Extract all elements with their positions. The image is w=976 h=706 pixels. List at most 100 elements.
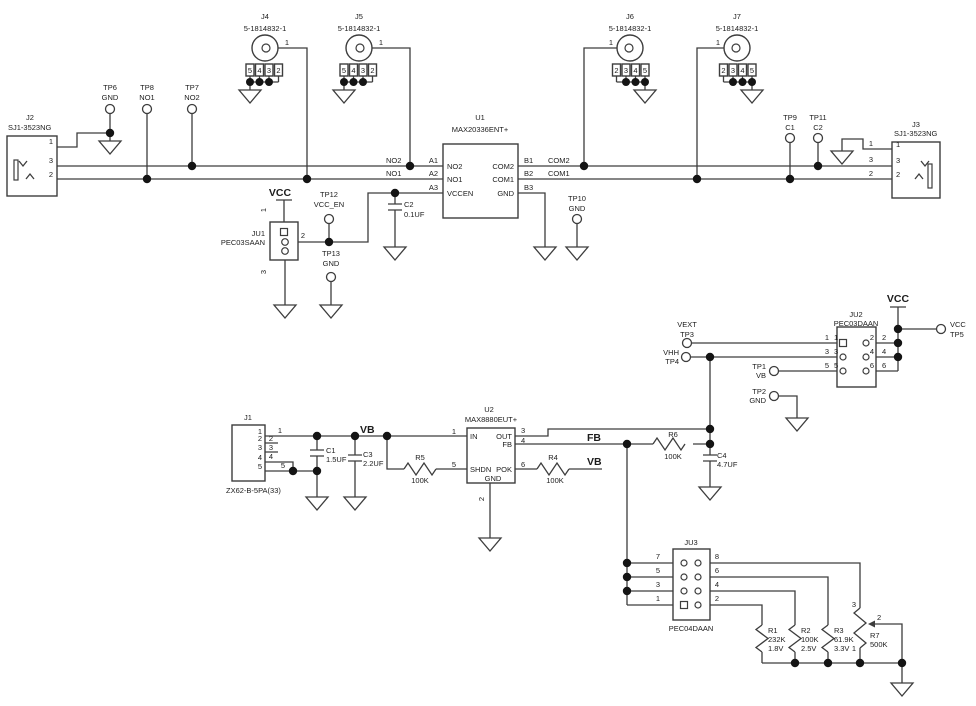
connector-j6: J6 5-1814832-1 1 2 3 4 5 xyxy=(609,12,651,77)
testpoint-tp3: VEXT TP3 xyxy=(677,320,697,349)
j5-pin-number: 2 xyxy=(370,66,374,75)
j5-pin-number: 3 xyxy=(361,66,365,75)
ju2-pad1 xyxy=(838,338,848,348)
ju2-pin-number: 2 xyxy=(882,333,886,342)
u2-pin-out: OUT xyxy=(496,432,512,441)
j1-pin-number: 1 xyxy=(278,426,282,435)
gnd-symbol xyxy=(533,246,557,261)
j3-ref: J3 xyxy=(912,120,920,129)
tp11-net: C2 xyxy=(813,123,823,132)
wire-gnd-rail xyxy=(762,662,903,683)
capacitor-c1: C1 1.5UF xyxy=(326,446,347,464)
j3-pin-number: 2 xyxy=(869,169,873,178)
u1-pin-com1: COM1 xyxy=(492,175,514,184)
gnd-symbol xyxy=(332,89,356,104)
u2-num-shdn: 5 xyxy=(452,460,456,469)
j1-box xyxy=(231,424,266,482)
gnd-symbol xyxy=(740,89,764,104)
tp6-circle xyxy=(104,103,116,115)
gnd-symbol xyxy=(698,486,722,501)
ic-u1: U1 MAX20336ENT+ NO2 NO1 VCCEN COM2 COM1 … xyxy=(429,113,533,219)
c3-value: 2.2UF xyxy=(363,459,384,468)
j1-pad-number: 2 xyxy=(258,434,262,443)
j3-pad-number: 1 xyxy=(896,140,900,149)
testpoint-tp5: VCC TP5 xyxy=(935,320,966,339)
j4-ref: J4 xyxy=(261,12,269,21)
j4-pin-number: 5 xyxy=(248,66,252,75)
net-label-vb-r4: VB xyxy=(587,456,602,468)
j7-pin-number: 3 xyxy=(731,66,735,75)
tp2-circle xyxy=(768,390,780,402)
j6-pin-number: 2 xyxy=(614,66,618,75)
j7-pin-number: 2 xyxy=(721,66,725,75)
tp11-circle xyxy=(812,132,824,144)
wire-ju3-left xyxy=(627,562,681,606)
j1-pin-number: 2 xyxy=(269,434,273,443)
j5-ref: J5 xyxy=(355,12,363,21)
resistor-r4: R4 100K xyxy=(546,453,564,485)
r4-body xyxy=(536,461,570,477)
tp9-circle xyxy=(784,132,796,144)
u1-pin-com2: COM2 xyxy=(492,162,514,171)
tp9-net: C1 xyxy=(785,123,795,132)
j3-pad-number: 3 xyxy=(896,156,900,165)
gnd-symbol xyxy=(890,682,914,697)
j6-pin-number: 4 xyxy=(633,66,637,75)
testpoint-tp4: VHH TP4 xyxy=(663,348,692,366)
ju2-pad-number: 1 xyxy=(834,333,838,342)
tp8-net: NO1 xyxy=(139,93,154,102)
ju3-part: PEC04DAAN xyxy=(669,624,714,633)
ju1-pin-number: 3 xyxy=(259,270,268,274)
wire-j4-pin1 xyxy=(270,47,308,179)
u2-part: MAX8880EUT+ xyxy=(465,415,518,424)
ju2-pin-number: 6 xyxy=(882,361,886,370)
tp2-net: GND xyxy=(749,396,766,405)
tp8-ref: TP8 xyxy=(140,83,154,92)
u1-pin-gnd: GND xyxy=(497,189,514,198)
j1-pad-number: 5 xyxy=(258,462,262,471)
ju3-pad5 xyxy=(680,573,688,581)
gnd-symbol xyxy=(343,496,367,511)
tp5-circle xyxy=(935,323,947,335)
ic-u2: U2 MAX8880EUT+ IN SHDN GND OUT FB POK 1 … xyxy=(452,405,525,501)
ju3-pad6 xyxy=(694,573,702,581)
wire-j6-pin1 xyxy=(583,47,625,166)
ju1-part: PEC03SAAN xyxy=(221,238,265,247)
testpoint-tp6: TP6 GND xyxy=(102,83,119,115)
u2-pin-in: IN xyxy=(470,432,478,441)
r7-ref: R7 xyxy=(870,631,880,640)
u1-pin-no1: NO1 xyxy=(447,175,462,184)
r4-value: 100K xyxy=(546,476,564,485)
r7-pin-number: 1 xyxy=(852,644,856,653)
u2-num-fb: 4 xyxy=(521,436,525,445)
u2-num-gnd: 2 xyxy=(477,497,486,501)
ju2-pad4 xyxy=(862,353,870,361)
ju2-pin-number: 3 xyxy=(825,347,829,356)
ju2-pad2 xyxy=(862,339,870,347)
j4-pin-number: 4 xyxy=(257,66,261,75)
wire-ju3-p8 xyxy=(701,562,861,608)
ju3-pad4 xyxy=(694,587,702,595)
testpoint-tp11: TP11 C2 xyxy=(809,113,827,144)
wire-j7-shield xyxy=(722,76,753,90)
r3-note: 3.3V xyxy=(834,644,849,653)
capacitor-c3: C3 2.2UF xyxy=(363,450,384,468)
wire-j3-pin1-gnd xyxy=(841,138,892,151)
tp3-net: VEXT xyxy=(677,320,697,329)
r1-value: 232K xyxy=(768,635,786,644)
net-label-vb-rail: VB xyxy=(360,424,375,436)
ju1-pad3 xyxy=(281,247,289,255)
tp8-circle xyxy=(141,103,153,115)
tp10-circle xyxy=(571,213,583,225)
j2-ring-contact xyxy=(25,172,35,180)
net-label-no2: NO2 xyxy=(386,156,401,165)
u1-num-b2: B2 xyxy=(524,169,533,178)
ju2-pin-number: 4 xyxy=(882,347,886,356)
connector-j3: J3 SJ1-3523NG 1 3 2 1 3 2 xyxy=(869,120,941,199)
ju1-pad2 xyxy=(281,238,289,246)
wire-j5-shield xyxy=(343,76,374,90)
ju3-pin-number: 7 xyxy=(656,552,660,561)
wire-c4 xyxy=(703,454,717,487)
potentiometer-r7: 3 2 1 R7 500K xyxy=(852,600,888,653)
